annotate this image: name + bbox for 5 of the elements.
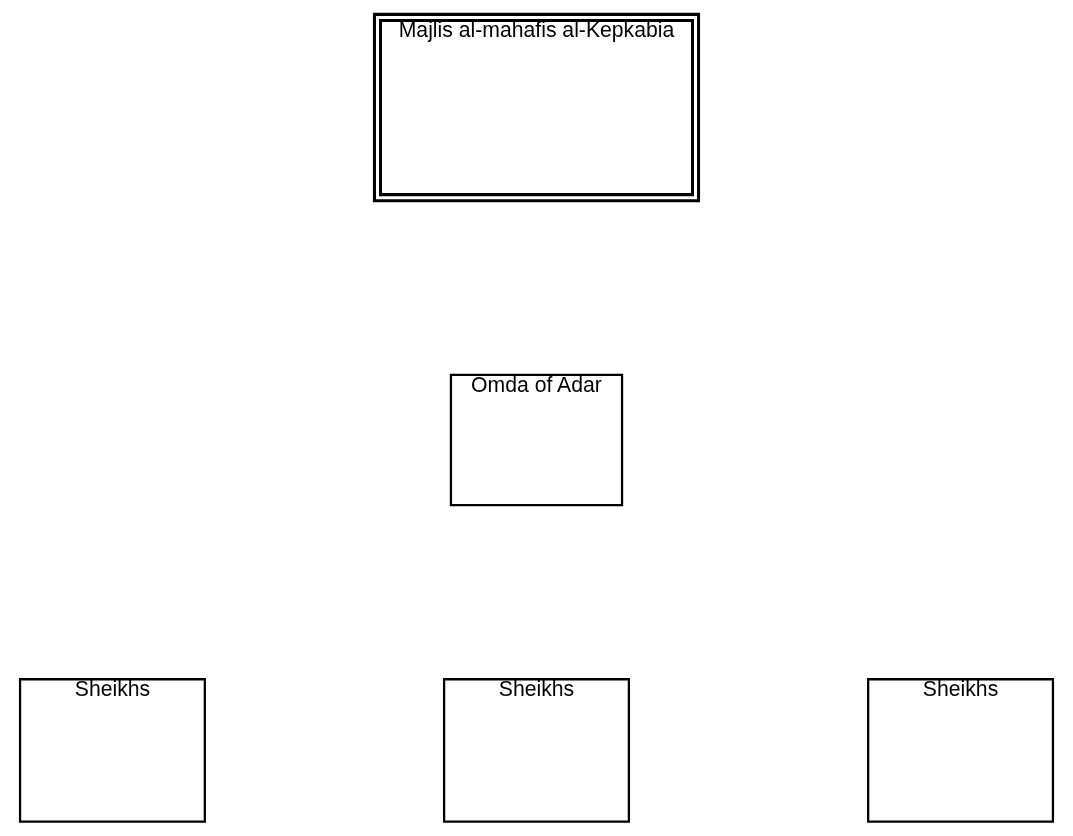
node-box: Majlis al-mahafis al-Kepkabia xyxy=(372,12,701,203)
node-box: Omda of Adar xyxy=(449,373,624,507)
node-box: Sheikhs xyxy=(867,678,1055,823)
node-box: Sheikhs xyxy=(18,678,206,823)
node-box: Sheikhs xyxy=(443,678,630,823)
